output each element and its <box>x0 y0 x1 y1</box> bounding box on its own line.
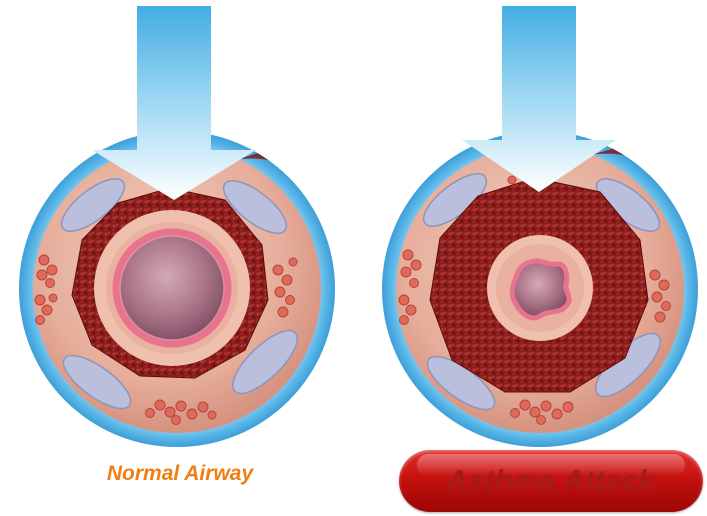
constricted-airway-lumen <box>512 261 569 318</box>
airway-lumen <box>116 232 228 344</box>
asthma-attack-label: Asthma Attack <box>447 465 655 498</box>
normal-airway-label: Normal Airway <box>80 462 280 486</box>
asthma-attack-button[interactable]: Asthma Attack <box>399 450 703 512</box>
